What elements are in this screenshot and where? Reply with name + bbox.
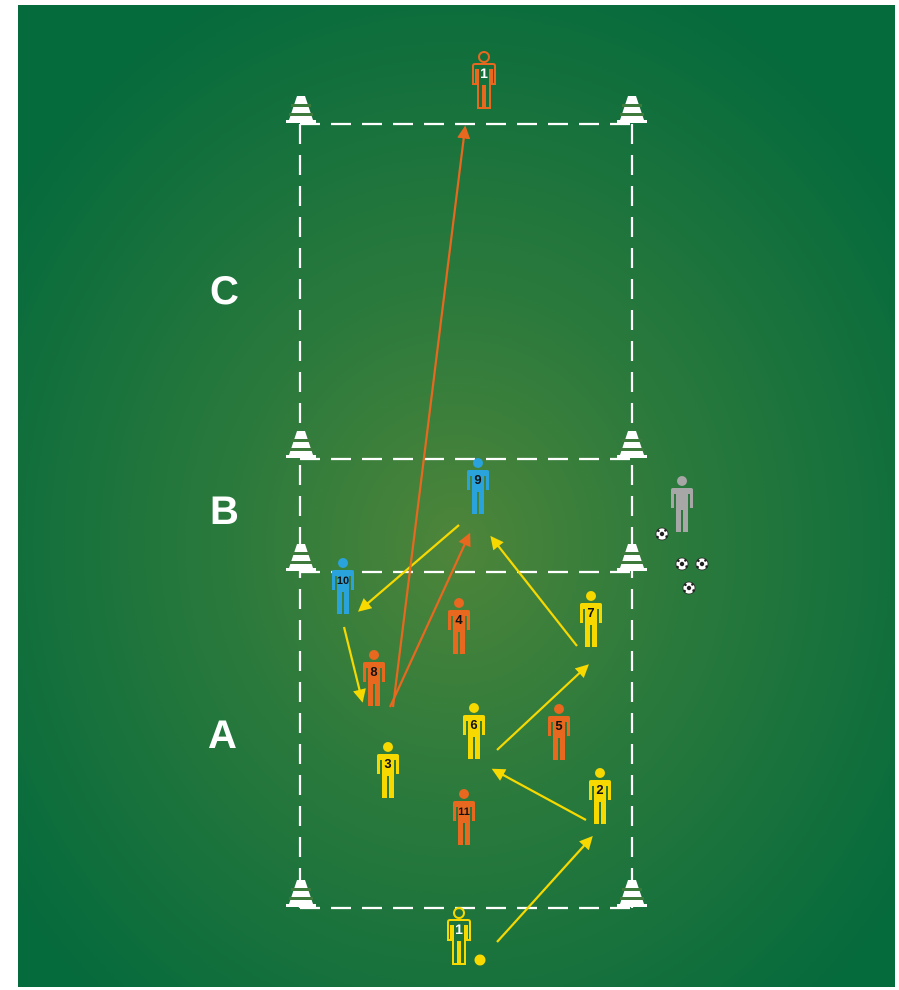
ball-icon [655, 527, 669, 541]
player-yellow-3: 3 [377, 742, 399, 798]
ball-icon [675, 557, 689, 571]
ball-icon [695, 557, 709, 571]
player-orange-4: 4 [448, 598, 470, 654]
player-blue-9: 9 [467, 458, 489, 514]
arrow-icon [491, 768, 587, 821]
player-number: 10 [337, 575, 349, 587]
zone-label-c: C [210, 269, 239, 313]
player-number: 9 [474, 472, 481, 487]
player-yellow-6: 6 [463, 703, 485, 759]
arrow-icon [389, 532, 471, 708]
player-orange-8: 8 [363, 650, 385, 706]
player-number: 5 [555, 718, 562, 733]
zone-label-b: B [210, 489, 239, 533]
player-blue-10: 10 [332, 558, 354, 614]
arrow-icon [391, 125, 471, 708]
pitch-background [18, 5, 895, 987]
player-number: 8 [370, 664, 377, 679]
player-orange-5: 5 [548, 704, 570, 760]
ball-yellow [474, 954, 486, 966]
zone-label-a: A [208, 713, 237, 757]
player-number: 1 [455, 921, 463, 937]
field-lines [298, 122, 634, 910]
player-number: 2 [596, 782, 603, 797]
player-number: 11 [458, 806, 470, 818]
ball-icon [682, 581, 696, 595]
player-orange-11: 11 [453, 789, 475, 845]
pass-arrows-yellow [342, 524, 593, 943]
player-number: 7 [587, 605, 594, 620]
player-number: 6 [470, 717, 477, 732]
goalkeeper-top: 1 [472, 51, 496, 109]
arrow-icon [496, 836, 593, 943]
player-number: 1 [480, 65, 488, 81]
arrow-icon [496, 664, 589, 751]
player-number: 3 [384, 756, 391, 771]
pass-arrows-orange [389, 125, 471, 708]
player-yellow-2: 2 [589, 768, 611, 824]
arrow-icon [342, 626, 366, 703]
arrow-icon [490, 535, 578, 647]
player-number: 4 [455, 612, 463, 627]
goalkeeper-bottom: 1 [447, 907, 471, 965]
player-yellow-7: 7 [580, 591, 602, 647]
